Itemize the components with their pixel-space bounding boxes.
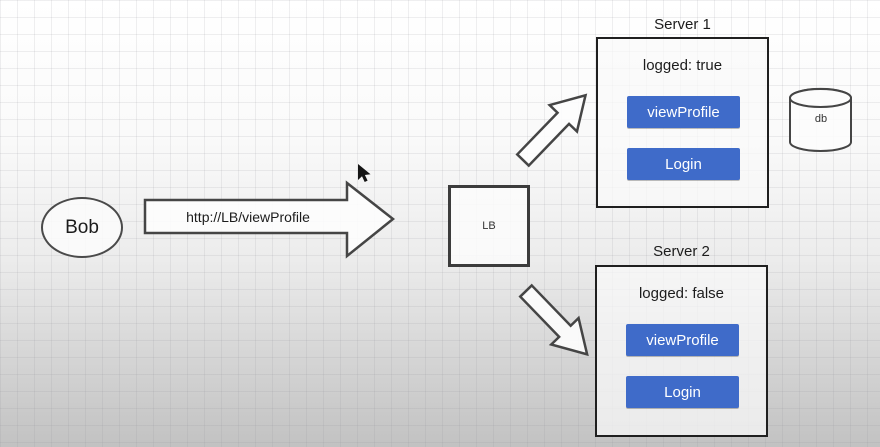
load-balancer-box: LB bbox=[448, 185, 530, 267]
server1-viewprofile-button[interactable]: viewProfile bbox=[627, 96, 740, 128]
server1-login-button[interactable]: Login bbox=[627, 148, 740, 180]
actor-bob: Bob bbox=[41, 197, 123, 258]
arrow-to-server1 bbox=[515, 93, 588, 168]
server2-logged-status: logged: false bbox=[638, 285, 725, 302]
load-balancer-label: LB bbox=[482, 220, 496, 232]
server1-box: logged: true viewProfile Login bbox=[596, 37, 769, 208]
server2-title: Server 2 bbox=[653, 243, 710, 260]
actor-label: Bob bbox=[65, 216, 99, 238]
server2-login-button[interactable]: Login bbox=[626, 376, 739, 408]
mouse-cursor-icon bbox=[358, 164, 371, 182]
db-label: db bbox=[814, 113, 828, 125]
arrow-to-server2 bbox=[518, 283, 589, 357]
server1-title: Server 1 bbox=[654, 16, 711, 33]
request-url-label: http://LB/viewProfile bbox=[186, 209, 310, 225]
server2-viewprofile-button[interactable]: viewProfile bbox=[626, 324, 739, 356]
server1-logged-status: logged: true bbox=[642, 57, 723, 74]
server2-box: logged: false viewProfile Login bbox=[595, 265, 768, 437]
